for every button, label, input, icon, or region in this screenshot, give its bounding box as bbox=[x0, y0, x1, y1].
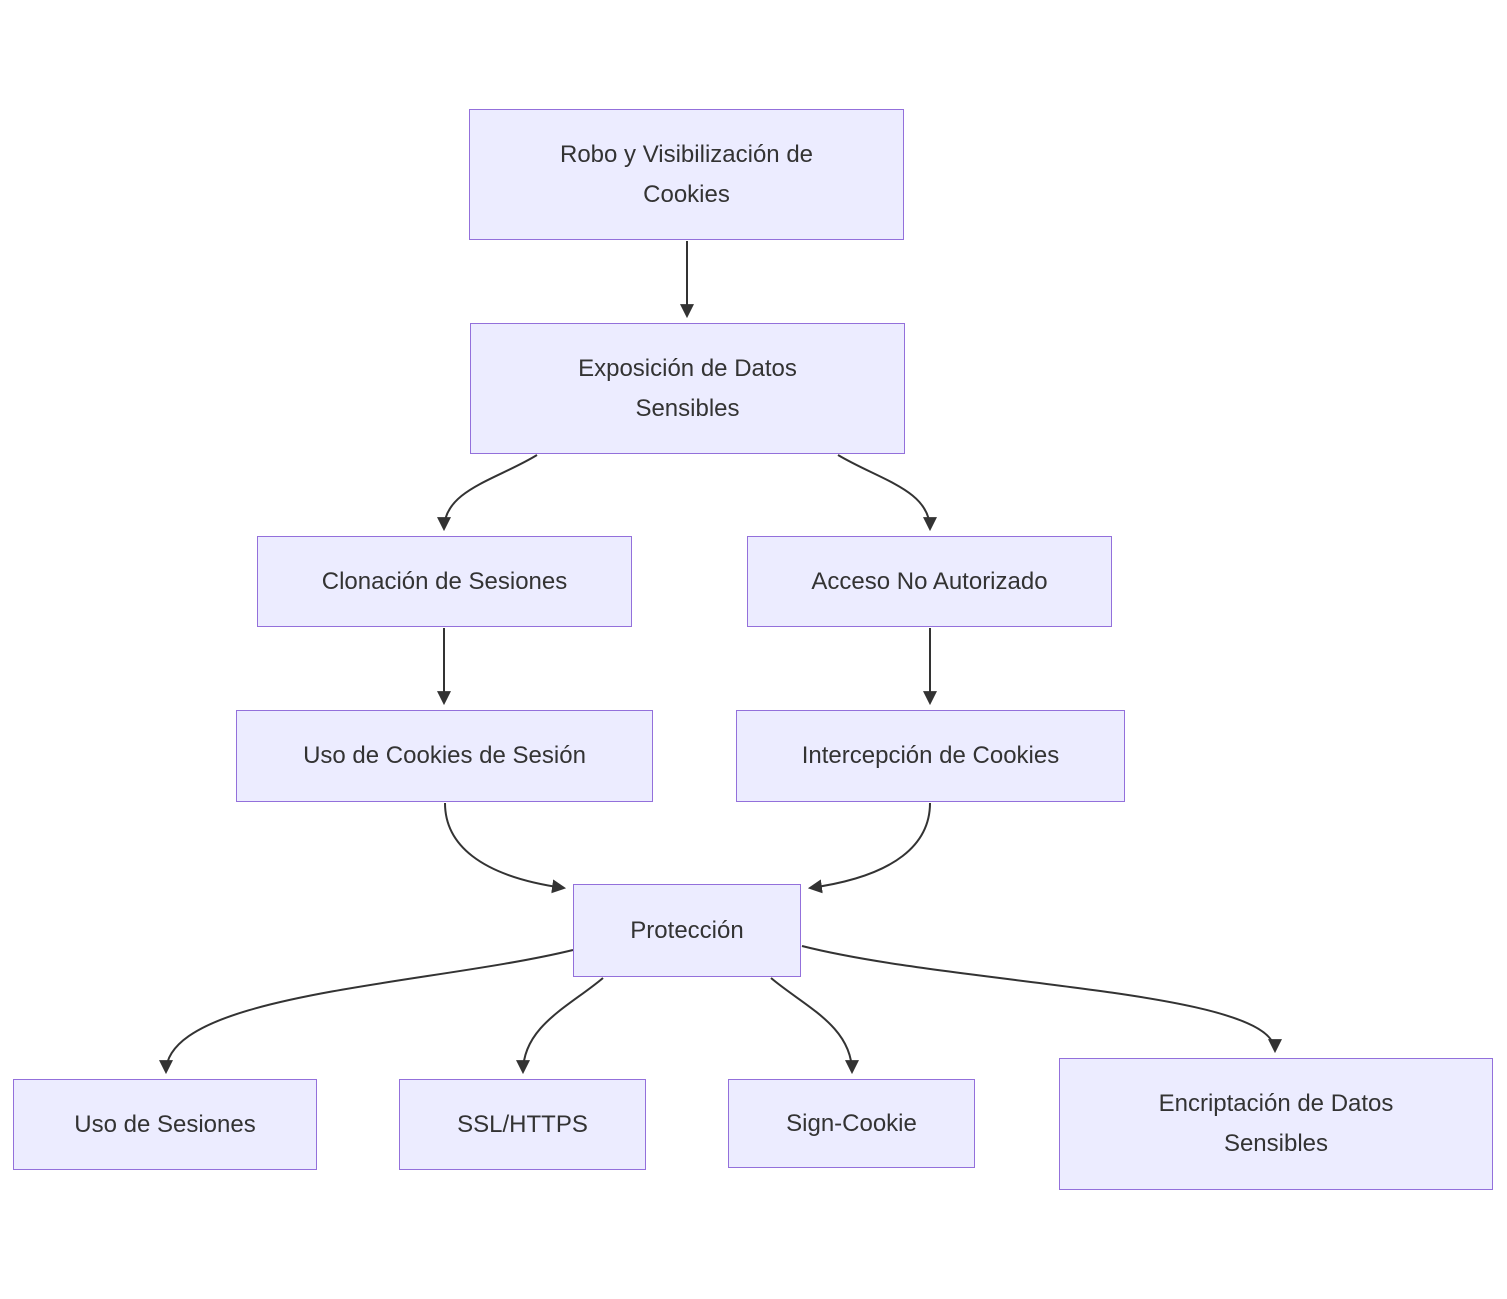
node-exposicion-de-datos-sensibles: Exposición de Datos Sensibles bbox=[470, 323, 905, 454]
node-label: Exposición de Datos Sensibles bbox=[578, 354, 797, 422]
node-label: Clonación de Sesiones bbox=[321, 567, 568, 595]
node-clonacion-de-sesiones: Clonación de Sesiones bbox=[257, 536, 632, 627]
node-proteccion: Protección bbox=[573, 884, 801, 977]
node-intercepcion-de-cookies: Intercepción de Cookies bbox=[736, 710, 1125, 802]
edge-proteccion-to-sign-cookie bbox=[770, 977, 859, 1075]
node-label: Intercepción de Cookies bbox=[801, 742, 1060, 769]
edge-proteccion-to-ssl bbox=[516, 977, 604, 1075]
edge-uso-cookies-to-proteccion bbox=[444, 802, 567, 894]
edge-exposicion-to-clonacion bbox=[437, 454, 538, 532]
node-robo-y-visibilizacion-de-cookies: Robo y Visibilización de Cookies bbox=[469, 109, 904, 240]
edge-proteccion-to-encriptacion bbox=[801, 945, 1282, 1054]
node-label: Sign-Cookie bbox=[786, 1109, 917, 1137]
edge-exposicion-to-acceso bbox=[837, 454, 937, 532]
node-label: Encriptación de Datos Sensibles bbox=[1158, 1090, 1394, 1157]
node-label: SSL/HTTPS bbox=[457, 1110, 588, 1138]
node-label: Robo y Visibilización de Cookies bbox=[559, 140, 814, 208]
node-acceso-no-autorizado: Acceso No Autorizado bbox=[747, 536, 1112, 627]
node-sign-cookie: Sign-Cookie bbox=[728, 1079, 975, 1168]
node-ssl-https: SSL/HTTPS bbox=[399, 1079, 646, 1170]
node-encriptacion-de-datos-sensibles: Encriptación de Datos Sensibles bbox=[1059, 1058, 1493, 1190]
node-label: Uso de Cookies de Sesión bbox=[303, 742, 586, 769]
node-label: Uso de Sesiones bbox=[74, 1110, 256, 1138]
node-label: Protección bbox=[630, 916, 744, 944]
edge-intercepcion-to-proteccion bbox=[807, 802, 931, 894]
node-label: Acceso No Autorizado bbox=[811, 567, 1048, 595]
edge-proteccion-to-uso-sesiones bbox=[159, 949, 574, 1075]
node-uso-de-sesiones: Uso de Sesiones bbox=[13, 1079, 317, 1170]
node-uso-de-cookies-de-sesion: Uso de Cookies de Sesión bbox=[236, 710, 653, 802]
